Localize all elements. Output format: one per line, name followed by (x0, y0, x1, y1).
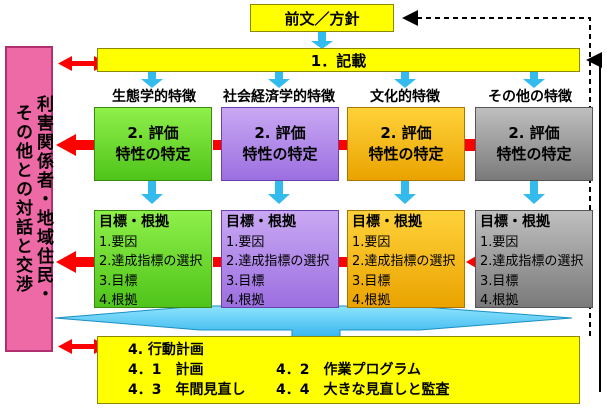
objective-item: 1.要因 (352, 234, 391, 250)
objective-heading: 目標・根拠 (99, 214, 169, 230)
objective-item: 4.根拠 (352, 293, 391, 308)
objective-item: 4.根拠 (480, 293, 519, 308)
objective-item: 3.目標 (226, 273, 265, 289)
feedback-arrow-record (586, 52, 602, 392)
objective-item: 3.目標 (352, 273, 391, 289)
eval-box-other: 2. 評価特性の特定 (475, 107, 593, 181)
eval-line1: 2. 評価 (254, 124, 306, 142)
eval-line2: 特性の特定 (368, 145, 444, 163)
category-ecology: 生態学的特徴 (112, 89, 196, 105)
objective-item: 4.根拠 (99, 293, 138, 308)
eval-line2: 特性の特定 (115, 145, 191, 163)
objective-box-socioeconomic: 目標・根拠 1.要因 2.達成指標の選択 3.目標 4.根拠 (221, 210, 339, 308)
eval-to-side-arrow (56, 134, 94, 156)
action-plan-box: 4. 行動計画 4．1 計画 4．2 作業プログラム 4．3 年間見直し 4．4 大… (97, 336, 580, 404)
dialogue-panel: その他との対話と交渉 利害関係者・地域住民・ (5, 46, 53, 352)
objective-item: 1.要因 (99, 234, 138, 250)
dashed-feedback-arrow (402, 10, 591, 336)
eval-line2: 特性の特定 (242, 145, 318, 163)
action-plan-item: 4．1 計画 (128, 362, 204, 378)
objective-heading: 目標・根拠 (480, 214, 550, 230)
column-connectors (213, 140, 347, 267)
objective-item: 4.根拠 (226, 293, 265, 308)
category-other: その他の特徴 (488, 89, 572, 105)
eval-line1: 2. 評価 (127, 124, 179, 142)
policy-box: 前文／方針 (250, 4, 394, 32)
action-plan-row1: 4．1 計画 4．2 作業プログラム (128, 360, 579, 380)
objective-item: 3.目標 (480, 273, 519, 289)
policy-label: 前文／方針 (284, 9, 360, 28)
objective-item: 1.要因 (480, 234, 519, 250)
dialogue-label-2: 利害関係者・地域住民・ (33, 94, 53, 304)
action-plan-title: 4. 行動計画 (128, 342, 204, 358)
action-plan-item: 4．4 大きな見直しと監査 (276, 382, 450, 398)
record-bar: 1．記載 (97, 48, 580, 72)
eval-box-socioeconomic: 2. 評価特性の特定 (221, 107, 339, 181)
category-socioeconomic: 社会経済学的特徴 (223, 89, 335, 105)
objective-box-ecology: 目標・根拠 1.要因 2.達成指標の選択 3.目標 4.根拠 (94, 210, 212, 308)
obj-to-side-arrow (56, 251, 94, 273)
objective-box-other: 目標・根拠 1.要因 2.達成指標の選択 3.目標 4.根拠 (475, 210, 593, 308)
eval-line1: 2. 評価 (508, 124, 560, 142)
objective-item: 2.達成指標の選択 (226, 254, 330, 269)
action-plan-item: 4．3 年間見直し (128, 382, 246, 398)
eval-down-arrows (141, 181, 545, 204)
title-down-arrow (311, 32, 333, 49)
eval-box-ecology: 2. 評価特性の特定 (94, 107, 212, 181)
objective-heading: 目標・根拠 (352, 214, 422, 230)
action-plan-row2: 4．3 年間見直し 4．4 大きな見直しと監査 (128, 380, 579, 400)
dialogue-label: その他との対話と交渉 (12, 104, 32, 294)
objective-box-cultural: 目標・根拠 1.要因 2.達成指標の選択 3.目標 4.根拠 (347, 210, 465, 308)
eval-box-cultural: 2. 評価特性の特定 (347, 107, 465, 181)
action-plan-item: 4．2 作業プログラム (276, 362, 422, 378)
objective-item: 2.達成指標の選択 (99, 254, 203, 269)
objective-heading: 目標・根拠 (226, 214, 296, 230)
objective-item: 2.達成指標の選択 (480, 254, 584, 269)
eval-line1: 2. 評価 (380, 124, 432, 142)
category-cultural: 文化的特徴 (370, 89, 440, 105)
objective-item: 1.要因 (226, 234, 265, 250)
eval-line2: 特性の特定 (496, 145, 572, 163)
objective-item: 2.達成指標の選択 (352, 254, 456, 269)
record-down-arrows (141, 72, 545, 88)
objective-item: 3.目標 (99, 273, 138, 289)
record-label: 1．記載 (310, 51, 367, 70)
